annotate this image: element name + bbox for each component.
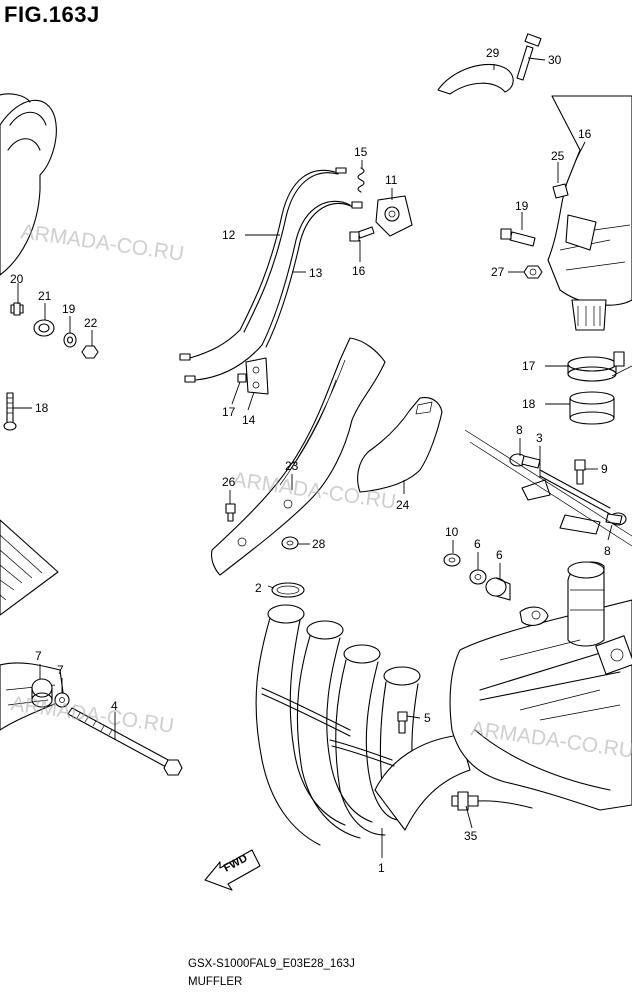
bracket-11 [375, 195, 413, 237]
bolt-9 [574, 459, 586, 485]
spring-15 [357, 167, 365, 193]
callout-27: 23 [285, 459, 299, 473]
callout-25: 21 [38, 289, 52, 303]
bolt-34 [516, 33, 542, 81]
callout-18: 16 [578, 127, 592, 141]
heat-shield-28 [357, 397, 443, 493]
bolt-21 [500, 228, 536, 247]
bolt-7-lower [605, 512, 627, 526]
callout-7-upper: 8 [516, 423, 523, 437]
watermark-text: ARMADA-CO.RU [9, 692, 175, 738]
washer-6-right [469, 569, 487, 585]
callout-13: 13 [309, 266, 323, 280]
left-bracket-plate [0, 519, 59, 616]
bolt-7-upper [509, 453, 541, 469]
fwd-direction-arrow: FWD [204, 849, 261, 891]
clamp-19 [567, 351, 625, 382]
figure-title: FIG.163J [4, 2, 100, 27]
callout-12: 12 [222, 228, 236, 242]
callout-29: 25 [551, 149, 565, 163]
bolt-5 [397, 711, 408, 734]
callout-5: 5 [424, 711, 431, 725]
callout-labels: 29 30 16 25 19 27 17 18 8 3 9 8 10 6 6 1… [10, 46, 611, 875]
seat-cowl-drawing [0, 93, 57, 276]
callout-19: 17 [522, 359, 536, 373]
nut-32 [281, 536, 299, 550]
bolt-22 [3, 392, 17, 431]
callout-22: 18 [35, 401, 49, 415]
exhaust-manifold-1 [255, 604, 471, 846]
callout-30: 26 [222, 475, 236, 489]
callout-23: 19 [62, 302, 76, 316]
callout-4: 4 [111, 699, 118, 713]
footer-name: MUFFLER [188, 976, 243, 988]
callout-34: 30 [548, 53, 562, 67]
callout-2: 2 [255, 581, 262, 595]
callout-8-left: 7 [35, 649, 42, 663]
grommet-25 [33, 319, 55, 337]
callout-16: 16 [352, 264, 366, 278]
callout-35: 35 [464, 829, 478, 843]
nut-31 [523, 265, 543, 279]
o2-sensor-35 [451, 791, 533, 811]
nut-10 [443, 553, 461, 567]
grommet-8-right [485, 577, 511, 601]
bracket-33 [437, 63, 514, 95]
leader-lines [13, 57, 613, 858]
callout-6-right: 6 [474, 537, 481, 551]
callout-11: 11 [385, 173, 398, 187]
callout-20: 18 [522, 397, 536, 411]
bolt-30 [225, 503, 236, 522]
callout-10: 10 [445, 525, 459, 539]
callout-1: 1 [378, 861, 385, 875]
callout-33: 29 [486, 46, 500, 60]
cover-18 [547, 95, 632, 331]
callout-7-lower: 8 [604, 544, 611, 558]
callout-26: 22 [84, 316, 98, 330]
callout-15: 15 [354, 145, 368, 159]
long-bolt-4 [67, 707, 183, 776]
callout-31: 27 [491, 265, 505, 279]
gasket-20 [569, 391, 615, 425]
cable-13 [184, 200, 363, 383]
heat-shield-27 [211, 337, 386, 576]
nut-26 [81, 345, 99, 359]
callout-17: 17 [222, 405, 236, 419]
footer-code: GSX-S1000FAL9_E03E28_163J [188, 958, 355, 970]
callout-21: 19 [515, 199, 529, 213]
right-subframe-lines [464, 365, 632, 547]
watermark-text: ARMADA-CO.RU [19, 220, 185, 266]
collar-23 [63, 332, 77, 348]
callout-9: 9 [601, 462, 608, 476]
rubber-29 [552, 183, 569, 199]
callout-32: 28 [312, 537, 326, 551]
callout-28: 24 [396, 498, 410, 512]
bolt-24 [10, 302, 24, 316]
muffler-body [449, 561, 632, 811]
cable-12 [179, 167, 347, 361]
callout-3: 3 [536, 431, 543, 445]
bolt-16 [349, 226, 375, 242]
bracket-3 [521, 469, 611, 535]
bolt-17 [237, 373, 247, 383]
callout-14: 14 [242, 413, 256, 427]
bracket-14 [245, 357, 269, 395]
gasket-2 [271, 582, 305, 598]
callout-8-right: 6 [496, 548, 503, 562]
callout-6-left: 7 [57, 663, 64, 677]
callout-24: 20 [10, 272, 24, 286]
grommet-8-left [31, 678, 53, 708]
